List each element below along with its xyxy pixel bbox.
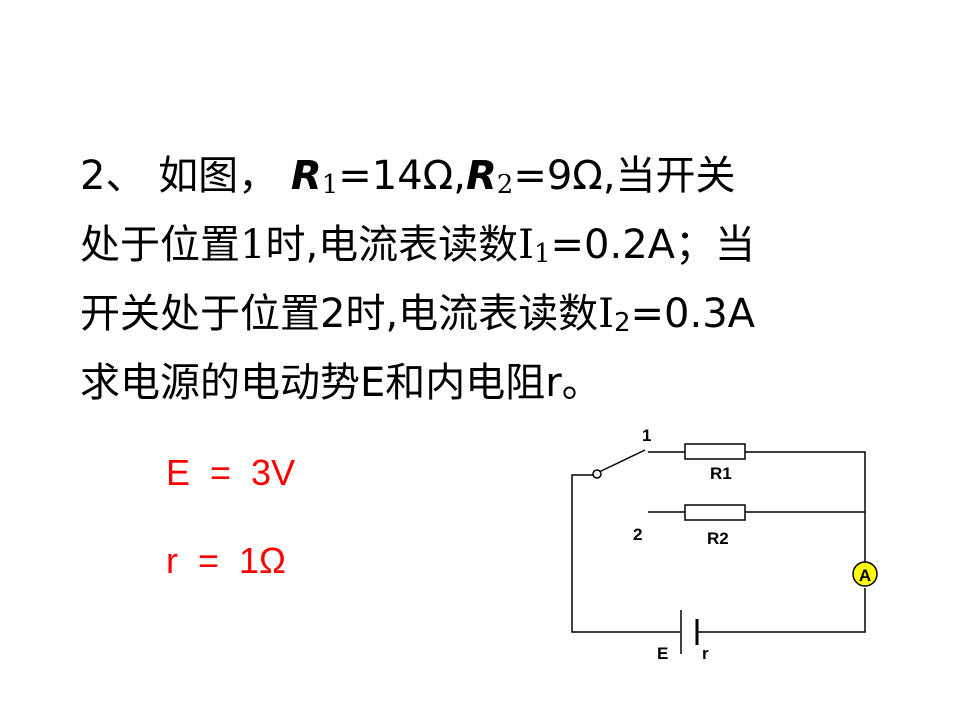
emf-label: E bbox=[657, 644, 668, 663]
r2-subscript: 2 bbox=[496, 170, 514, 200]
wire-branch1-right bbox=[745, 451, 866, 565]
line2-position: 1 bbox=[240, 222, 266, 268]
problem-line-3: 开关处于位置2时,电流表读数I2=0.3A bbox=[80, 284, 940, 353]
switch-label-2: 2 bbox=[633, 525, 642, 544]
i1-symbol: I bbox=[518, 222, 534, 268]
r1-subscript: 1 bbox=[321, 170, 339, 200]
line2-c: =0.2A；当 bbox=[550, 222, 756, 268]
switch-pivot bbox=[592, 469, 602, 479]
internal-resistance-label: r bbox=[702, 644, 709, 663]
answer-emf: E = 3V bbox=[166, 452, 296, 493]
r1-symbol: R bbox=[290, 153, 322, 199]
line4: 求电源的电动势E和内电阻r。 bbox=[80, 360, 602, 406]
problem-number: 2、 bbox=[80, 153, 146, 199]
line3-b: =0.3A bbox=[630, 291, 756, 337]
wire-left bbox=[571, 474, 680, 633]
i2-symbol: I bbox=[598, 291, 614, 337]
r2-label: R2 bbox=[707, 529, 729, 548]
ammeter-icon bbox=[852, 561, 878, 587]
circuit-diagram: A 1 2 R1 R2 E r bbox=[571, 426, 878, 663]
problem-text: 2、 如图， R1=14Ω,R2=9Ω,当开关 处于位置1时,电流表读数I1=0… bbox=[80, 146, 940, 413]
line3-a: 开关处于位置2时,电流表读数 bbox=[80, 291, 599, 337]
r2-value: =9Ω,当开关 bbox=[513, 153, 736, 199]
answer-resistance: r = 1Ω bbox=[166, 540, 286, 581]
ammeter-label: A bbox=[859, 566, 871, 585]
switch-blade bbox=[596, 449, 646, 474]
i2-subscript: 2 bbox=[613, 308, 631, 338]
resistor-r1 bbox=[684, 443, 746, 460]
r1-label: R1 bbox=[710, 464, 732, 483]
wire-right-lower bbox=[698, 588, 866, 633]
problem-intro: 如图， bbox=[158, 153, 279, 199]
switch-label-1: 1 bbox=[642, 426, 651, 445]
line2-a: 处于位置 bbox=[80, 222, 240, 268]
r1-value: =14Ω, bbox=[338, 153, 466, 199]
problem-line-4: 求电源的电动势E和内电阻r。 bbox=[80, 353, 940, 413]
i1-subscript: 1 bbox=[533, 239, 551, 269]
line2-b: 时,电流表读数 bbox=[265, 222, 519, 268]
r2-symbol: R bbox=[465, 153, 497, 199]
resistor-r2 bbox=[684, 504, 746, 521]
problem-line-2: 处于位置1时,电流表读数I1=0.2A；当 bbox=[80, 215, 940, 284]
problem-line-1: 2、 如图， R1=14Ω,R2=9Ω,当开关 bbox=[80, 146, 940, 215]
